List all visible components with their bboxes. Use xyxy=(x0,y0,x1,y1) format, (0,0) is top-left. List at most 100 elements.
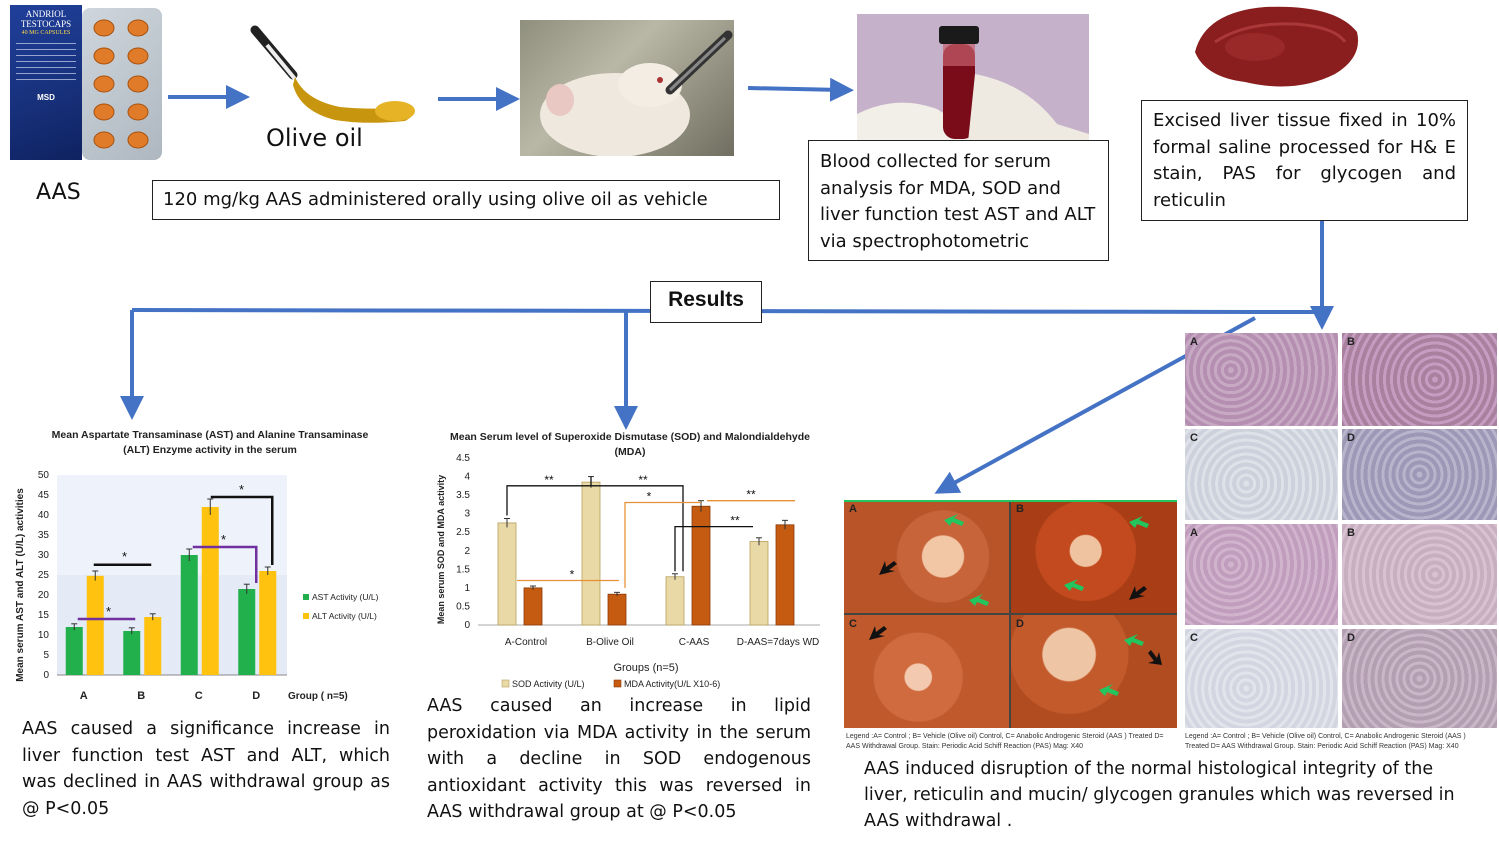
y-tick-label: 0 xyxy=(464,620,470,631)
mda-bar xyxy=(607,593,627,626)
ast-bar xyxy=(238,589,256,675)
y-tick-label: 0.5 xyxy=(456,601,470,612)
x-tick-label: C-AAS xyxy=(679,637,710,648)
panel-label: C xyxy=(1190,432,1198,444)
histology-right-panel: D xyxy=(1342,429,1497,520)
y-tick-label: 40 xyxy=(38,510,50,521)
sod-bar xyxy=(749,541,769,626)
significance-star: * xyxy=(570,567,575,581)
significance-star: * xyxy=(122,549,127,564)
y-tick-label: 1.5 xyxy=(456,564,470,575)
panel-label: A xyxy=(1190,336,1198,348)
y-tick-label: 2 xyxy=(464,546,470,557)
y-tick-label: 20 xyxy=(38,590,50,601)
histology-right-panel: C xyxy=(1185,629,1338,728)
x-axis-label: Groups (n=5) xyxy=(613,662,678,674)
sod-mda-chart: 0 0.5 1 1.5 2 2.5 3 3.5 4 4.5A-Control B-Olive Oil… xyxy=(436,453,820,689)
liver-photo-icon xyxy=(1195,6,1359,87)
significance-bracket xyxy=(591,485,684,572)
y-tick-label: 4 xyxy=(464,472,470,483)
alt-bar xyxy=(259,571,277,675)
histology-right-panel: B xyxy=(1342,524,1497,625)
x-axis-label: Group ( n=5) xyxy=(288,691,348,702)
y-tick-label: 10 xyxy=(38,630,50,641)
panel-label: C xyxy=(1190,632,1198,644)
histology-right-legend: Legend :A= Control ; B= Vehicle (Olive o… xyxy=(1185,733,1466,750)
olive-oil-label: Olive oil xyxy=(266,124,363,152)
mda-bar xyxy=(775,524,795,626)
drug-maker: MSD xyxy=(37,93,55,102)
x-tick-label: B-Olive Oil xyxy=(586,637,634,648)
significance-star: * xyxy=(239,482,244,497)
liver-caption: Excised liver tissue fixed in 10% formal… xyxy=(1153,110,1456,211)
panel-label: A xyxy=(849,503,857,515)
panel-label: A xyxy=(1190,527,1198,539)
x-tick-label: C xyxy=(195,690,203,702)
sod-bar xyxy=(665,576,685,626)
y-tick-label: 3 xyxy=(464,509,470,520)
rat-gavage-photo xyxy=(520,20,734,156)
y-axis-label: Mean serum AST and ALT (U/L) activities xyxy=(15,488,26,682)
y-tick-label: 1 xyxy=(464,583,470,594)
olive-oil-dropper-icon xyxy=(250,25,415,123)
legend-swatch xyxy=(613,679,622,688)
drug-package: ANDRIOL TESTOCAPS 40 MG CAPSULES MSD xyxy=(10,5,82,160)
panel-label: D xyxy=(1347,632,1355,644)
histology-left-panel: D xyxy=(1011,615,1177,728)
blood-caption-box: Blood collected for serum analysis for M… xyxy=(808,140,1109,261)
histology-left-panel: B xyxy=(1011,500,1177,613)
liver-caption-box: Excised liver tissue fixed in 10% formal… xyxy=(1141,100,1468,221)
histology-right-grid: A B C D A B C D xyxy=(1185,333,1497,728)
alt-bar xyxy=(86,575,104,675)
alt-bar xyxy=(201,507,219,675)
results-box: Results xyxy=(650,281,762,323)
mda-bar xyxy=(691,505,711,626)
capsules-icon xyxy=(93,19,149,149)
x-tick-label: A-Control xyxy=(505,637,547,648)
ast-bar xyxy=(123,631,141,675)
histology-right-panel: C xyxy=(1185,429,1338,520)
panel-label: C xyxy=(849,618,857,630)
y-tick-label: 50 xyxy=(38,470,50,481)
x-tick-label: D xyxy=(252,690,260,702)
legend-label: AST Activity (U/L) xyxy=(312,592,379,602)
significance-bracket xyxy=(210,495,274,565)
ast-bar xyxy=(65,627,83,675)
histology-arrow-markers xyxy=(844,500,1177,696)
legend-label: SOD Activity (U/L) xyxy=(512,679,585,689)
legend-swatch xyxy=(501,679,510,688)
legend-label: ALT Activity (U/L) xyxy=(312,611,377,621)
histology-caption: AAS induced disruption of the normal his… xyxy=(864,759,1455,831)
significance-star: * xyxy=(221,532,226,547)
y-tick-label: 5 xyxy=(43,650,49,661)
y-tick-label: 0 xyxy=(43,670,49,681)
ast-bar xyxy=(180,555,198,675)
ast-alt-caption: AAS caused a significance increase in li… xyxy=(22,719,390,819)
arrow-to-histology xyxy=(934,356,1183,494)
significance-star: * xyxy=(106,604,111,619)
histology-right-panel: B xyxy=(1342,333,1497,426)
x-tick-label: D-AAS=7days WD xyxy=(737,637,820,648)
blood-caption: Blood collected for serum analysis for M… xyxy=(820,151,1096,252)
histology-left-panel: C xyxy=(844,615,1009,728)
y-tick-label: 2.5 xyxy=(456,527,470,538)
histology-left-legend: Legend :A= Control ; B= Vehicle (Olive o… xyxy=(846,733,1164,750)
histology-left-panel: A xyxy=(844,500,1009,613)
histology-right-panel: D xyxy=(1342,629,1497,728)
significance-star: * xyxy=(647,490,652,504)
drug-fineprint xyxy=(16,43,76,83)
significance-bracket xyxy=(624,501,701,588)
histology-right-panel: A xyxy=(1185,333,1338,426)
alt-bar xyxy=(144,617,162,675)
blood-tube-icon xyxy=(857,26,1089,152)
sod-mda-chart-title: Mean Serum level of Superoxide Dismutase… xyxy=(450,431,810,458)
results-label: Results xyxy=(668,288,744,311)
drug-dose: 40 MG CAPSULES xyxy=(21,30,71,36)
significance-bracket xyxy=(506,476,592,516)
x-tick-label: A xyxy=(80,690,88,702)
histology-right-panel: A xyxy=(1185,524,1338,625)
y-tick-label: 4.5 xyxy=(456,453,470,464)
y-tick-label: 3.5 xyxy=(456,490,470,501)
y-tick-label: 30 xyxy=(38,550,50,561)
